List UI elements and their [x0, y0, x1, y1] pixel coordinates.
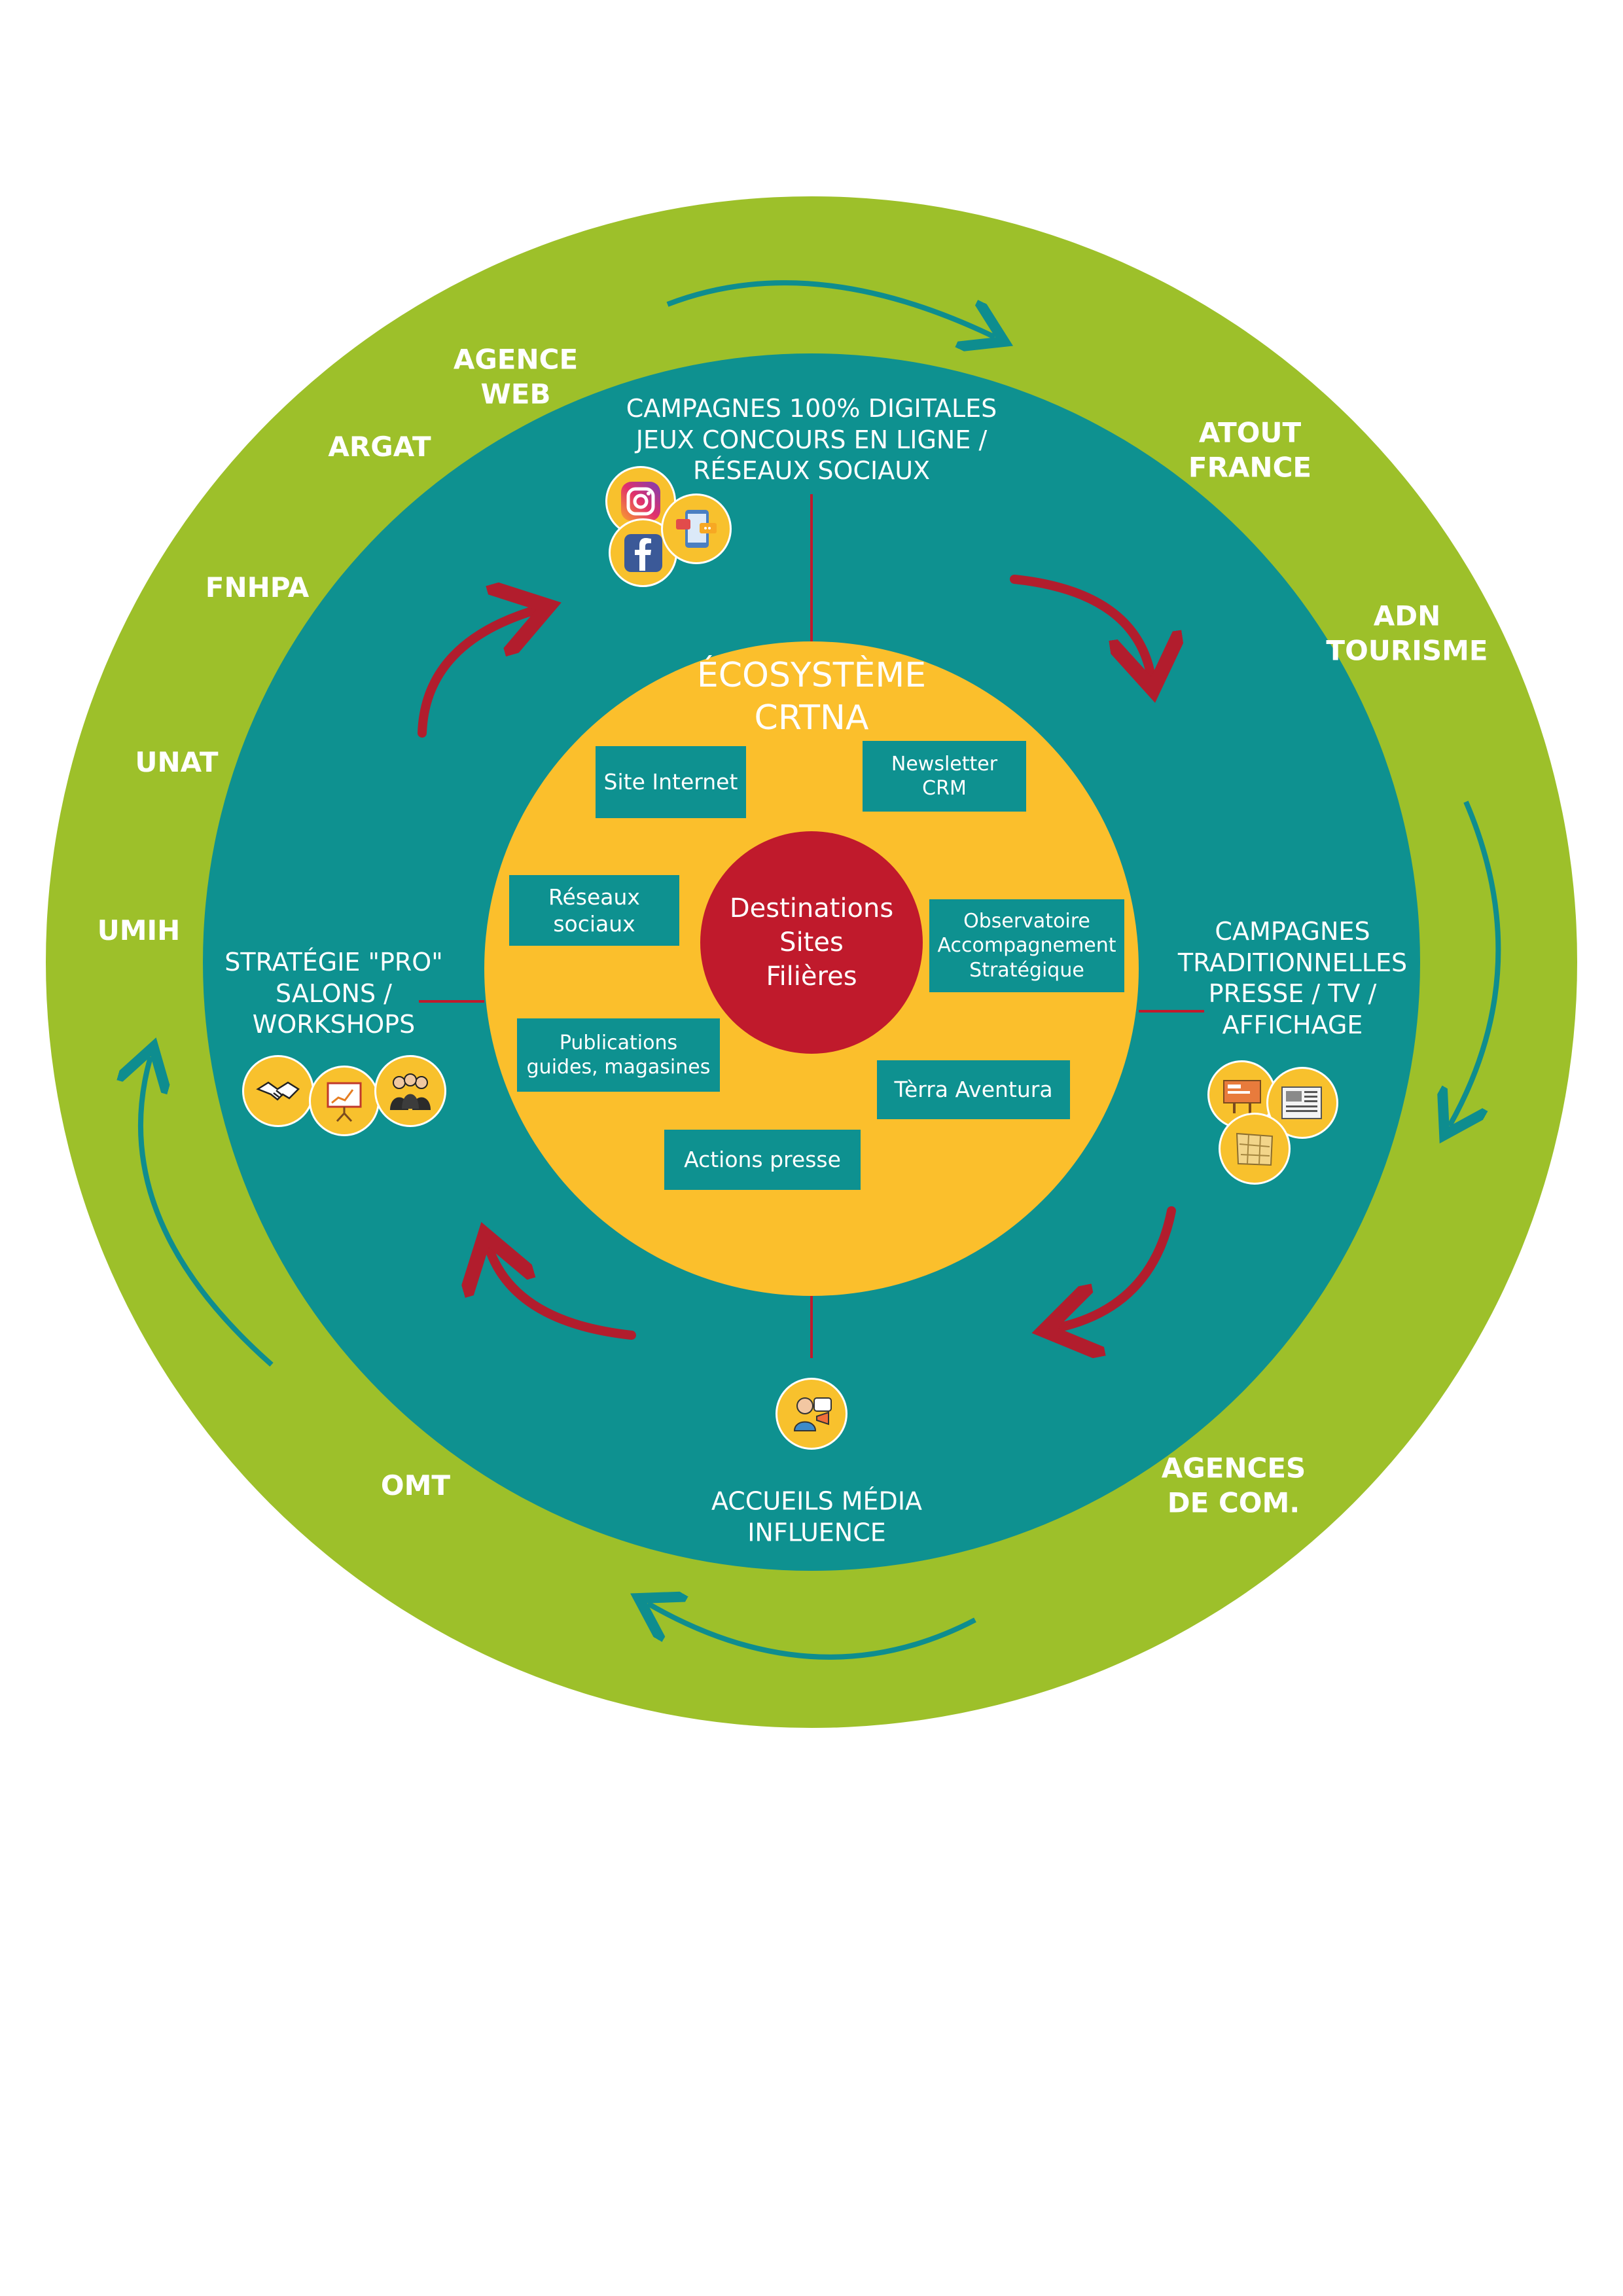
box-line: Accompagnement: [937, 934, 1116, 958]
center-line: Destinations: [729, 893, 894, 924]
channel-media: ACCUEILS MÉDIA INFLUENCE: [711, 1486, 922, 1549]
channel-line: PRESSE / TV /: [1208, 979, 1377, 1008]
box-line: guides, magasines: [526, 1056, 711, 1079]
center-circle: [700, 831, 923, 1054]
partner-line: ATOUT: [1198, 416, 1302, 449]
map-icon: [1219, 1113, 1291, 1185]
box-line: Newsletter: [891, 752, 998, 776]
teal-arrow-left: [141, 1057, 274, 1367]
box-line: CRM: [922, 777, 967, 800]
channel-line: INFLUENCE: [747, 1518, 886, 1547]
partner-line: UMIH: [97, 914, 181, 946]
partner-agences-com: AGENCES DE COM.: [1162, 1452, 1306, 1520]
channel-line: STRATÉGIE "PRO": [224, 947, 443, 977]
handshake-icon: [242, 1055, 314, 1127]
channel-line: AFFICHAGE: [1222, 1010, 1363, 1039]
teal-arrow-bottom: [648, 1604, 976, 1660]
channel-line: RÉSEAUX SOCIAUX: [692, 456, 931, 485]
social-chat-icon: [661, 493, 732, 564]
channel-line: CAMPAGNES: [1215, 917, 1370, 946]
business-people-icon: [374, 1055, 446, 1127]
teal-arrow-top: [666, 280, 995, 337]
partner-unat: UNAT: [135, 745, 218, 780]
ecosystem-title: ÉCOSYSTÈME CRTNA: [697, 655, 926, 740]
ecosystem-title-line: ÉCOSYSTÈME: [696, 656, 927, 695]
center-line: Filières: [766, 961, 857, 992]
box-line: Publications: [559, 1031, 678, 1054]
box-site-internet: Site Internet: [596, 746, 746, 818]
teal-arrow-right: [1450, 800, 1501, 1126]
partner-line: TOURISME: [1326, 634, 1488, 666]
center-label: Destinations Sites Filières: [730, 891, 893, 994]
red-arrow-top-left: [418, 609, 540, 738]
partner-atout-france: ATOUT FRANCE: [1188, 416, 1311, 485]
presentation-icon: [309, 1066, 380, 1136]
partner-line: FRANCE: [1188, 451, 1312, 483]
partner-umih: UMIH: [98, 914, 181, 948]
box-newsletter-crm: Newsletter CRM: [863, 741, 1026, 812]
channel-line: ACCUEILS MÉDIA: [711, 1486, 923, 1516]
box-terra-aventura: Tèrra Aventura: [877, 1060, 1070, 1119]
partner-argat: ARGAT: [328, 430, 431, 465]
box-reseaux-sociaux: Réseaux sociaux: [509, 875, 679, 946]
box-line: Tèrra Aventura: [894, 1077, 1053, 1103]
partner-line: ARGAT: [328, 430, 431, 463]
partner-line: AGENCES: [1161, 1452, 1306, 1484]
box-observatoire: Observatoire Accompagnement Stratégique: [929, 899, 1124, 992]
red-arrow-bottom-left: [488, 1244, 636, 1340]
channel-line: SALONS /: [276, 978, 392, 1008]
box-line: Stratégique: [969, 958, 1084, 982]
channel-line: CAMPAGNES 100% DIGITALES: [626, 393, 997, 423]
channel-line: JEUX CONCOURS EN LIGNE /: [635, 425, 988, 454]
partner-line: ADN: [1373, 600, 1441, 632]
channel-line: TRADITIONNELLES: [1177, 948, 1408, 977]
channel-traditional: CAMPAGNES TRADITIONNELLES PRESSE / TV / …: [1178, 916, 1407, 1041]
red-arrow-top-right: [1010, 575, 1152, 681]
partner-line: OMT: [380, 1469, 451, 1501]
partner-line: AGENCE: [453, 343, 579, 376]
ecosystem-title-line: CRTNA: [754, 698, 869, 738]
box-line: sociaux: [553, 911, 635, 937]
box-actions-presse: Actions presse: [664, 1130, 861, 1190]
channel-digital: CAMPAGNES 100% DIGITALES JEUX CONCOURS E…: [626, 393, 997, 487]
red-arrow-bottom-right: [1054, 1206, 1176, 1329]
box-line: Site Internet: [603, 769, 738, 795]
box-line: Réseaux: [548, 884, 640, 910]
channel-line: WORKSHOPS: [252, 1009, 416, 1039]
partner-line: WEB: [480, 378, 551, 410]
partner-line: DE COM.: [1167, 1486, 1300, 1518]
partner-line: FNHPA: [205, 571, 310, 603]
box-publications: Publications guides, magasines: [517, 1018, 720, 1092]
partner-agence-web: AGENCE WEB: [454, 343, 578, 412]
box-line: Observatoire: [963, 909, 1090, 933]
partner-adn-tourisme: ADN TOURISME: [1326, 600, 1488, 668]
partner-omt: OMT: [381, 1469, 450, 1503]
box-line: Actions presse: [684, 1147, 841, 1173]
partner-line: UNAT: [135, 745, 219, 778]
channel-pro: STRATÉGIE "PRO" SALONS / WORKSHOPS: [224, 947, 442, 1041]
partner-fnhpa: FNHPA: [205, 571, 309, 605]
center-line: Sites: [779, 927, 844, 958]
influencer-icon: [776, 1378, 847, 1450]
